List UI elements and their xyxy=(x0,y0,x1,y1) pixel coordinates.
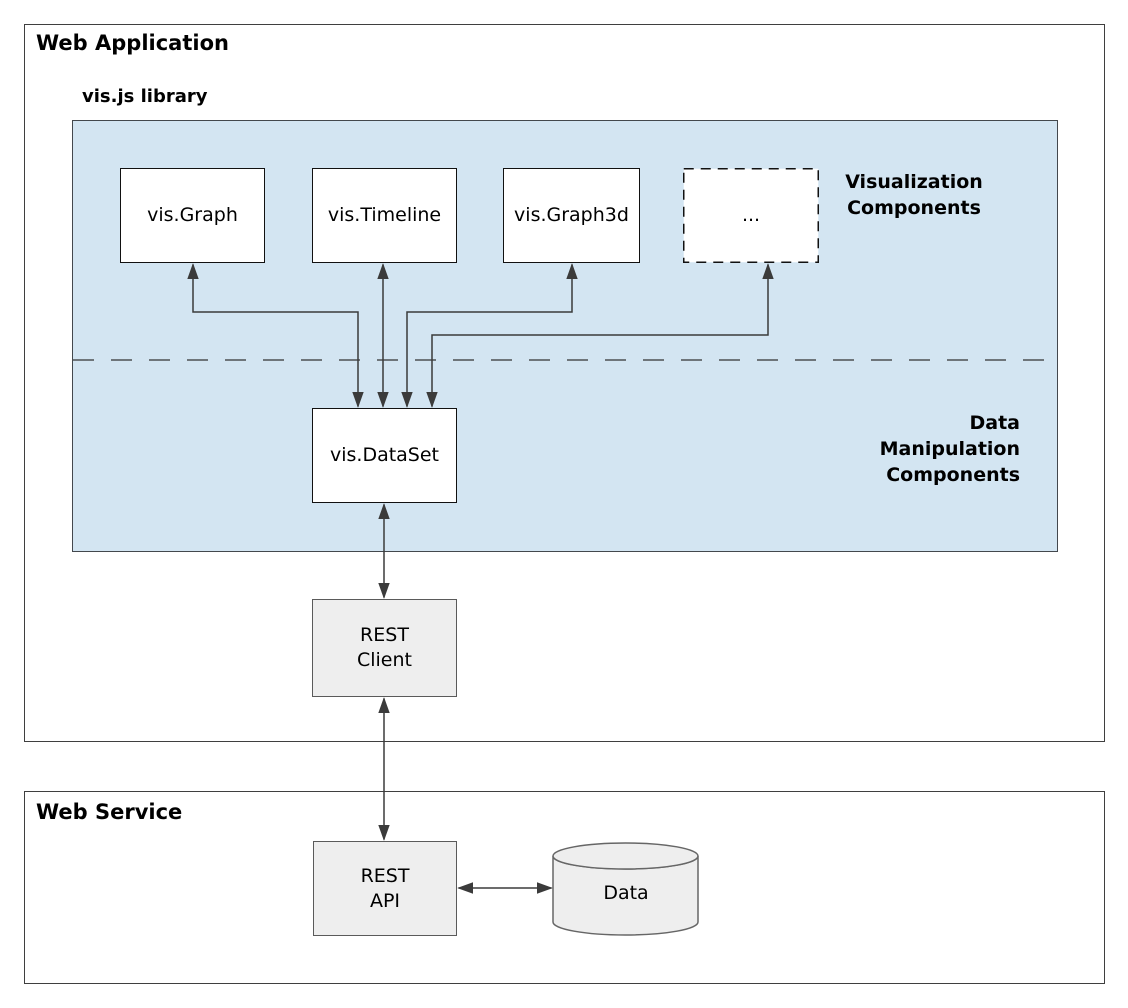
web-application-frame xyxy=(24,24,1105,742)
node-rest-api: REST API xyxy=(313,841,457,936)
arrow-graph-dataset xyxy=(193,265,358,407)
ellipsis-component-box xyxy=(683,168,819,263)
arrow-ellipsis-dataset xyxy=(432,265,768,407)
node-vis-graph: vis.Graph xyxy=(120,168,265,263)
node-vis-dataset: vis.DataSet xyxy=(312,408,457,503)
visjs-library-label: vis.js library xyxy=(82,86,208,107)
data-cylinder xyxy=(552,842,699,936)
web-application-title: Web Application xyxy=(36,31,229,55)
node-vis-timeline: vis.Timeline xyxy=(312,168,457,263)
web-service-frame xyxy=(24,791,1105,984)
node-vis-graph3d: vis.Graph3d xyxy=(503,168,640,263)
node-ellipsis: ... xyxy=(741,204,761,226)
node-rest-client: REST Client xyxy=(312,599,457,697)
visualization-components-label: Visualization Components xyxy=(845,171,983,219)
web-service-title: Web Service xyxy=(36,800,183,824)
data-store-label: Data xyxy=(603,881,649,904)
data-manipulation-components-label: Data Manipulation Components xyxy=(879,412,1020,486)
